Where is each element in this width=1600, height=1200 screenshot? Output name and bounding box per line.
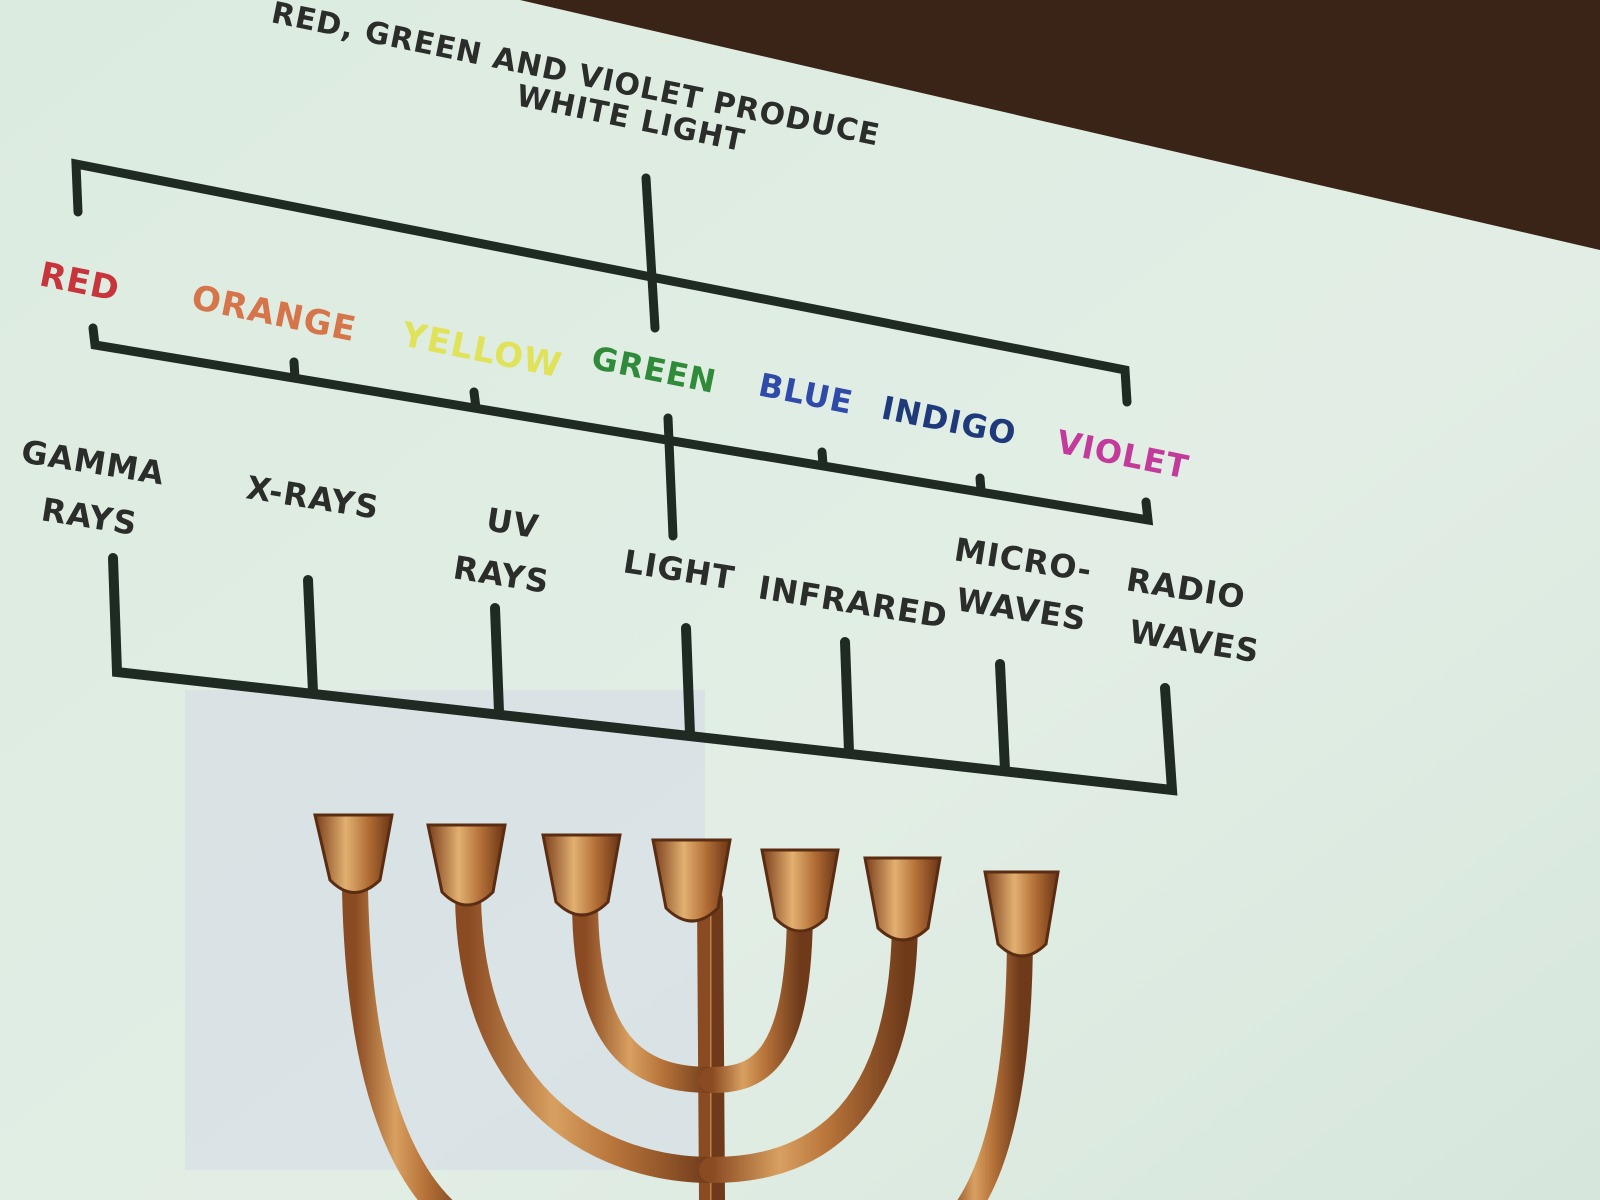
visible-spectrum-bar (88, 323, 1154, 541)
menorah-cups (313, 813, 1060, 958)
em-spectrum-bracket (108, 553, 1178, 796)
label-uv-rays-1: UV (484, 500, 542, 546)
white-light-bracket (71, 158, 1132, 407)
